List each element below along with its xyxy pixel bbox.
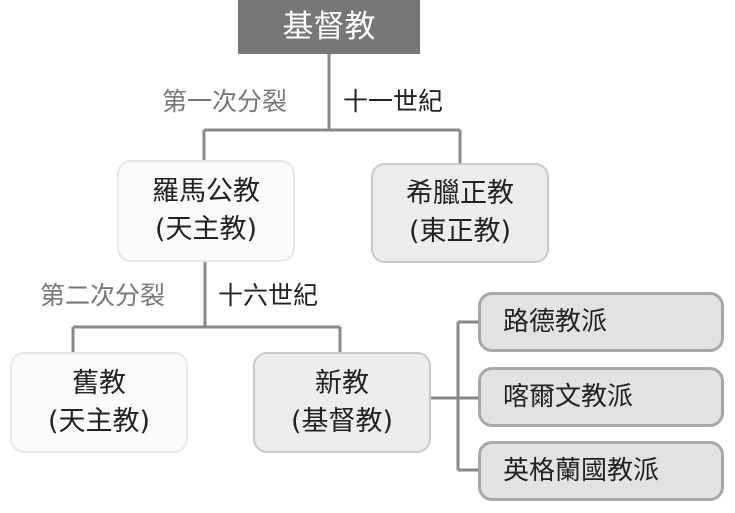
root-node: 基督教 — [238, 0, 420, 54]
protestant-node: 新教 (基督教) — [253, 352, 431, 453]
greek-orthodox-node: 希臘正教 (東正教) — [371, 163, 549, 263]
calvinist-node: 喀爾文教派 — [478, 367, 724, 427]
roman-catholic-subtitle: (天主教) — [154, 214, 258, 245]
old-church-title: 舊教 — [72, 367, 126, 399]
protestant-title: 新教 — [315, 367, 369, 399]
first-schism-century: 十一世紀 — [343, 87, 444, 116]
roman-catholic-title: 羅馬公教 — [152, 176, 260, 207]
second-schism-century: 十六世紀 — [218, 281, 319, 310]
first-schism-label: 第一次分裂 — [162, 87, 288, 116]
lutheran-node: 路德教派 — [478, 292, 724, 352]
roman-catholic-node: 羅馬公教 (天主教) — [117, 160, 295, 262]
old-church-subtitle: (天主教) — [47, 405, 151, 437]
protestant-subtitle: (基督教) — [290, 405, 394, 437]
greek-orthodox-subtitle: (東正教) — [408, 216, 512, 247]
anglican-label: 英格蘭國教派 — [503, 456, 660, 486]
second-schism-label: 第二次分裂 — [40, 281, 166, 310]
greek-orthodox-title: 希臘正教 — [406, 178, 514, 209]
anglican-node: 英格蘭國教派 — [478, 441, 724, 501]
lutheran-label: 路德教派 — [503, 307, 608, 337]
old-church-node: 舊教 (天主教) — [10, 352, 188, 453]
root-label: 基督教 — [282, 9, 376, 45]
calvinist-label: 喀爾文教派 — [503, 382, 634, 412]
